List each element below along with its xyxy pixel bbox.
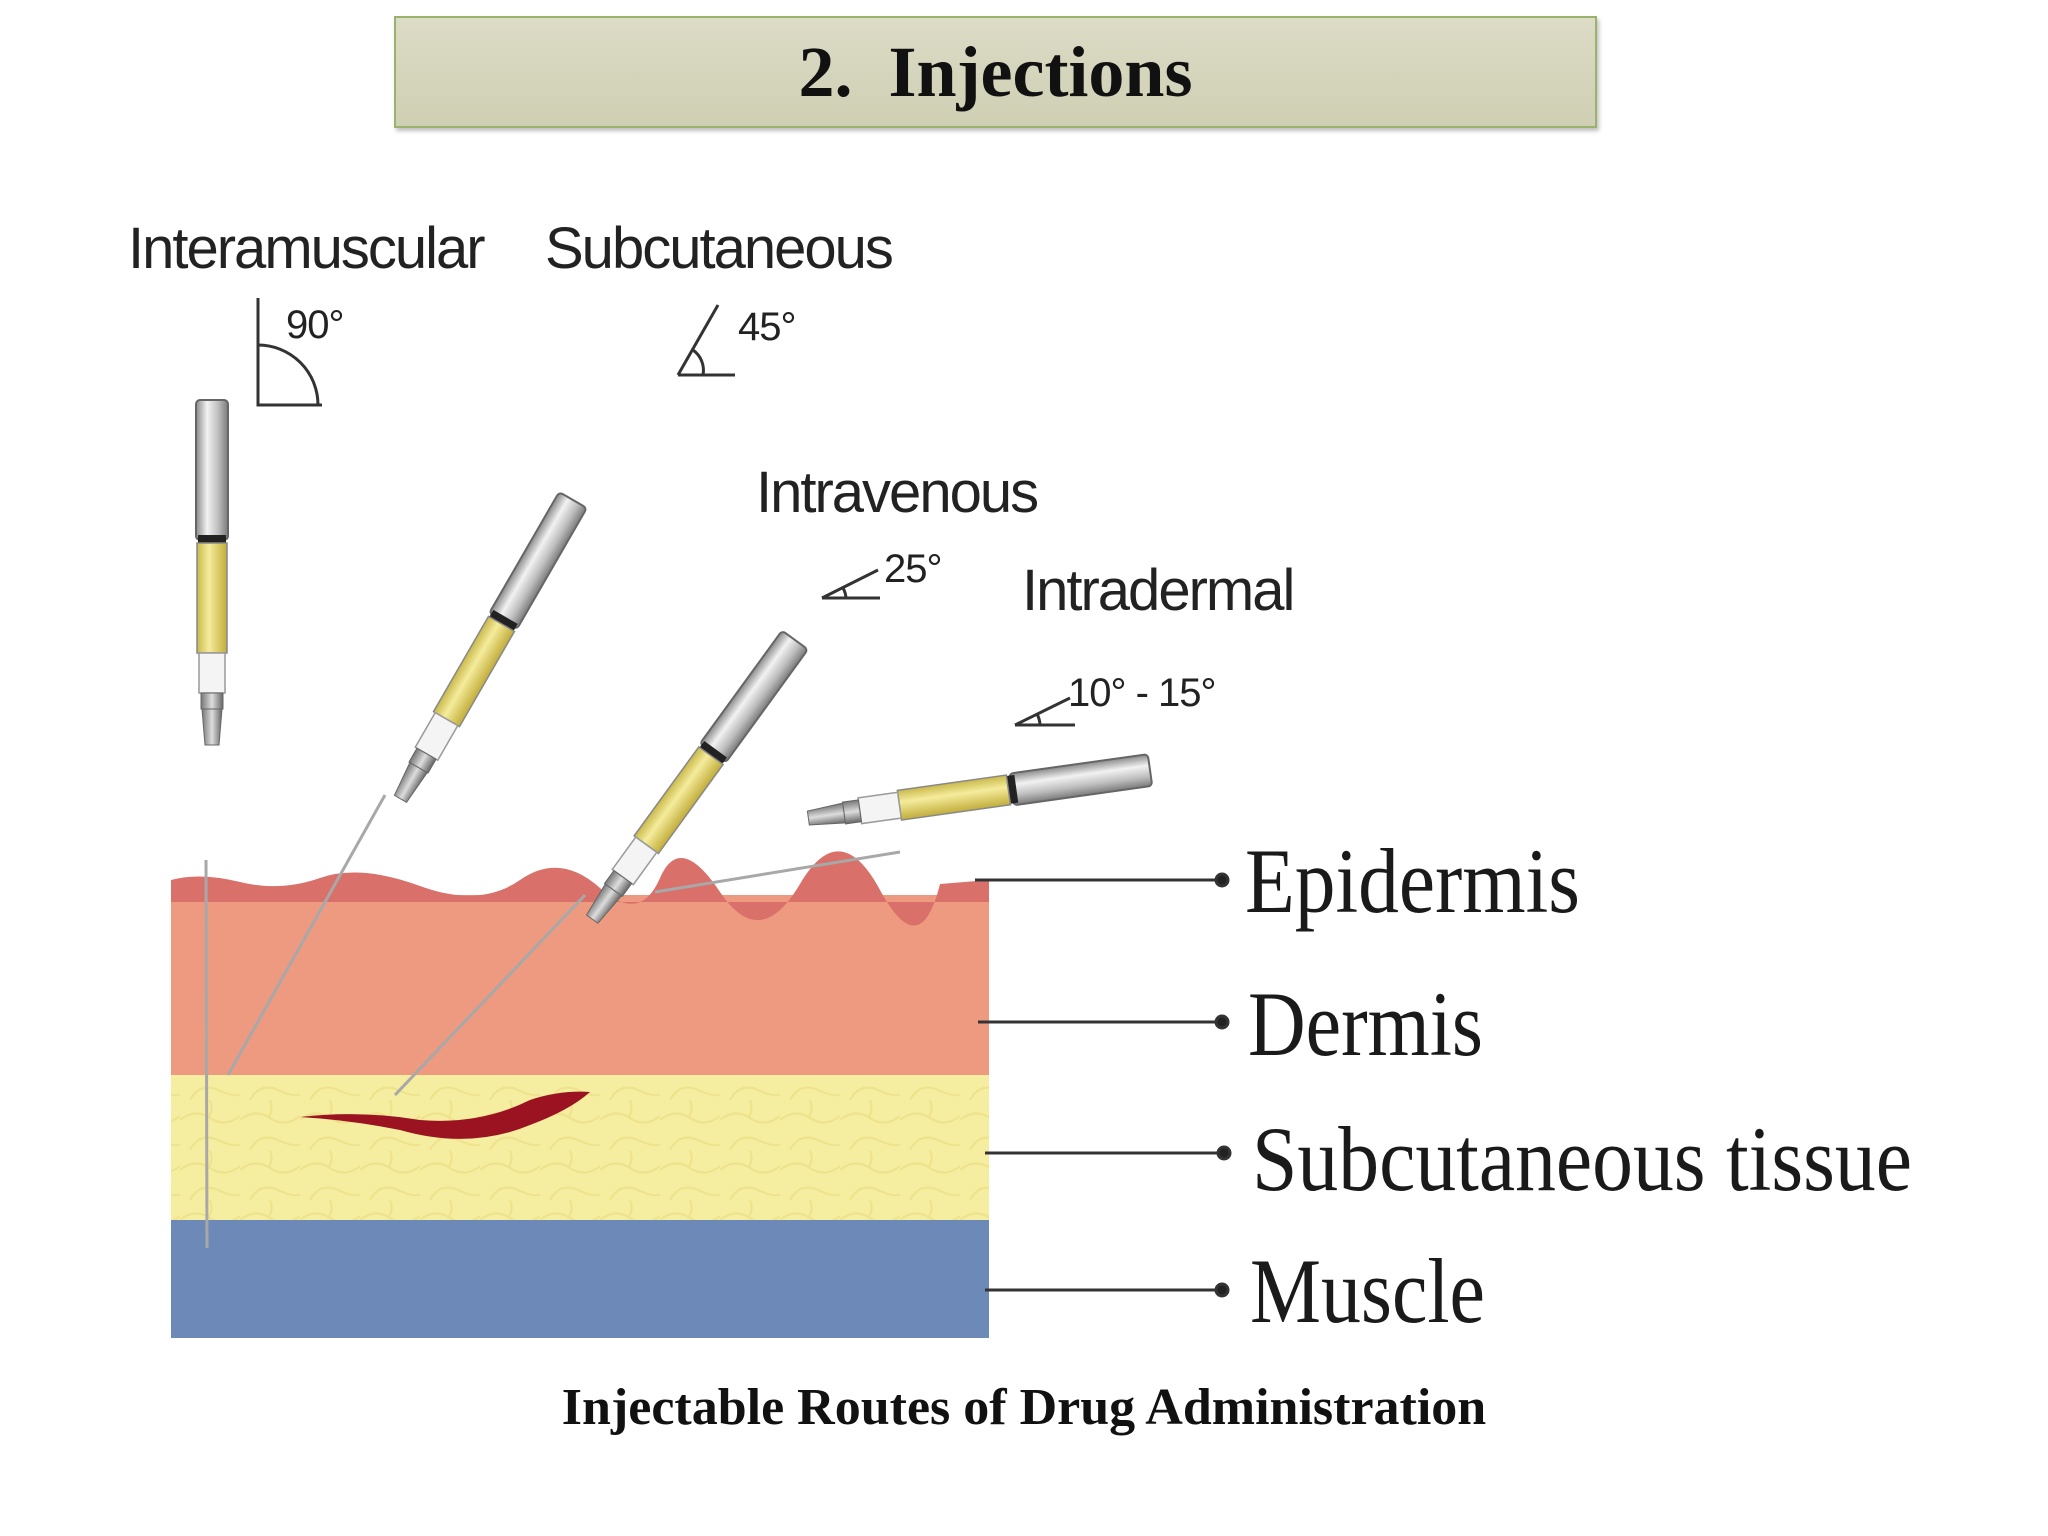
figure-caption: Injectable Routes of Drug Administration (561, 1379, 1487, 1436)
angle-icon-45 (676, 304, 735, 377)
leader-dot-subcutaneous (1216, 1145, 1232, 1161)
angle-icon-90 (256, 298, 322, 407)
angle-icon-10-15 (1014, 696, 1075, 727)
leader-dot-dermis (1214, 1014, 1230, 1030)
needle-intramuscular (204, 859, 209, 1249)
skin-cross-section (171, 851, 989, 1338)
syringe-intradermal (805, 753, 1154, 835)
layer-label-muscle: Muscle (1250, 1240, 1485, 1342)
layer-label-dermis: Dermis (1248, 973, 1483, 1075)
slide-title-box: 2. Injections (394, 16, 1597, 128)
leader-dot-epidermis (1214, 872, 1230, 888)
needle-subcutaneous (226, 794, 387, 1076)
syringe-subcutaneous (385, 491, 588, 808)
layer-muscle (171, 1218, 989, 1338)
angle-icon-25 (821, 568, 880, 600)
layer-leader-lines (975, 872, 1232, 1298)
layer-epidermis (171, 851, 989, 926)
layer-label-epidermis: Epidermis (1245, 830, 1580, 932)
needle-shafts (204, 794, 901, 1249)
angle-label-intramuscular: 90° (286, 303, 344, 347)
angle-label-intradermal: 10° - 15° (1068, 671, 1216, 715)
needle-intravenous (393, 893, 587, 1097)
angle-label-subcutaneous: 45° (738, 305, 796, 349)
syringe-intramuscular (195, 399, 229, 746)
needle-intradermal (654, 850, 901, 894)
layer-label-subcutaneous-tissue: Subcutaneous tissue (1252, 1108, 1912, 1210)
route-label-intramuscular: Interamuscular (128, 216, 485, 281)
layer-dermis (171, 895, 989, 1075)
leader-dot-muscle (1214, 1282, 1230, 1298)
route-label-subcutaneous: Subcutaneous (545, 216, 892, 281)
slide-title: 2. Injections (798, 31, 1193, 112)
route-label-intradermal: Intradermal (1022, 558, 1293, 623)
angle-label-intravenous: 25° (884, 547, 942, 591)
blood-vessel (300, 1091, 590, 1139)
route-label-intravenous: Intravenous (756, 460, 1037, 525)
